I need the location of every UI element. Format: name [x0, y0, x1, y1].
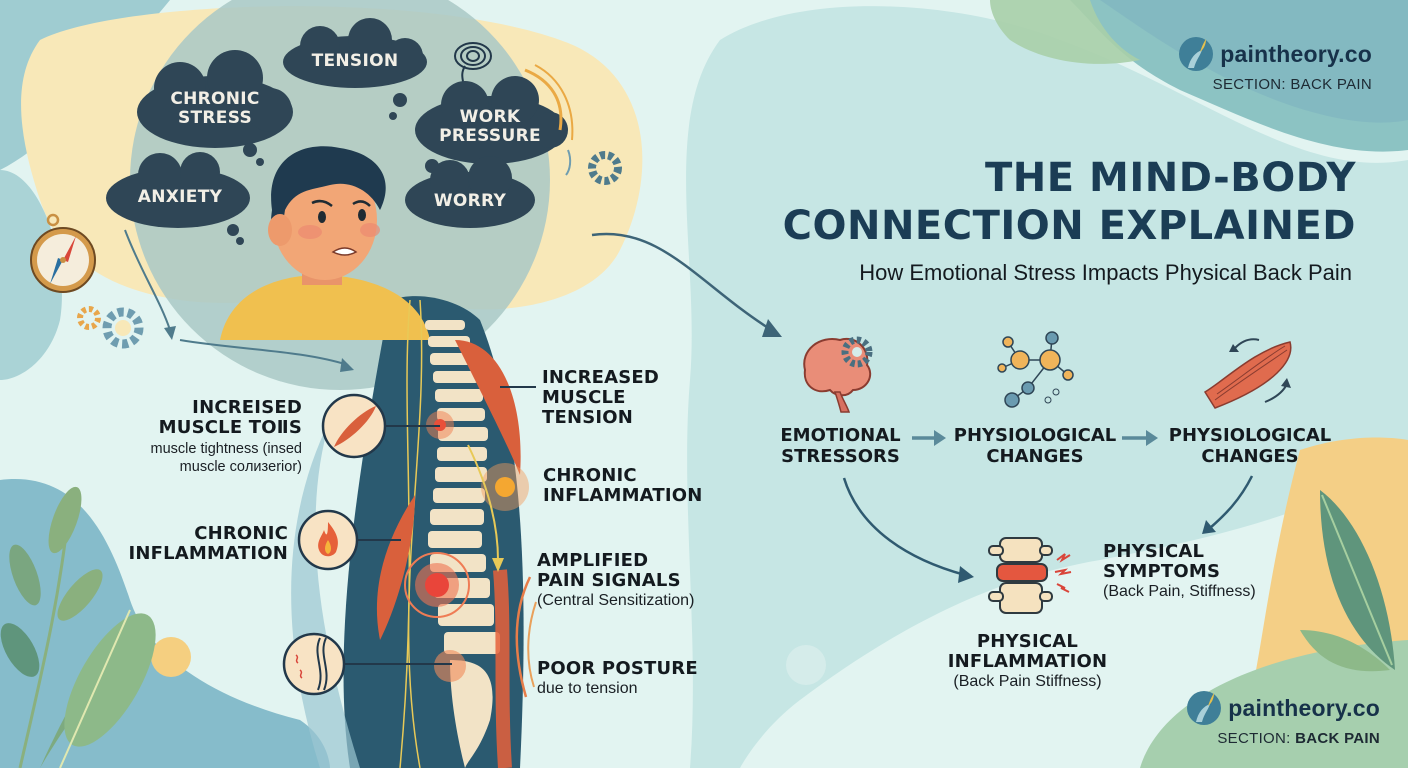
cloud-tension: TENSION	[305, 52, 405, 71]
page-title: THE MIND-BODY CONNECTION EXPLAINED	[783, 154, 1356, 250]
posture-callout-connector	[282, 632, 452, 696]
callout-heading: AMPLIFIED	[537, 550, 649, 571]
title-line-2: CONNECTION EXPLAINED	[782, 203, 1356, 249]
cloud-anxiety: ANXIETY	[125, 188, 235, 207]
plant-right-decoration	[1300, 490, 1395, 672]
callout-amplified-pain-signals: AMPLIFIED PAIN SIGNALS (Central Sensitiz…	[537, 551, 694, 610]
brand-section: SECTION: BACK PAIN	[1178, 76, 1372, 93]
section-value: BACK PAIN	[1290, 76, 1372, 93]
flow-step-label: INFLAMMATION	[947, 651, 1108, 672]
flow-step-subtext: (Back Pain, Stiffness)	[1103, 583, 1256, 600]
cloud-label: STRESS	[177, 108, 253, 128]
flow-step-label: PHYSICAL	[1103, 541, 1205, 562]
flame-callout-connector	[297, 509, 401, 571]
callout-heading: POOR POSTURE	[537, 658, 698, 679]
arrow-to-flowchart	[591, 232, 782, 337]
pain-wave-lines	[515, 576, 537, 698]
flow-step-emotional-stressors: EMOTIONAL STRESSORS	[768, 425, 913, 467]
cloud-label: WORK	[459, 107, 521, 127]
callout-heading: PAIN SIGNALS	[537, 570, 681, 591]
compass-icon	[30, 213, 96, 293]
cloud-label: ANXIETY	[137, 187, 223, 207]
flow-step-label: CHANGES	[1201, 446, 1299, 467]
callout-heading: CHRONIC	[543, 465, 637, 486]
callout-subtext: due to tension	[537, 680, 638, 697]
leaf-circle-logo-icon	[1179, 37, 1214, 71]
flow-physical-symptoms: PHYSICAL SYMPTOMS (Back Pain, Stiffness)	[1103, 542, 1256, 601]
callout-increased-muscle-tone: INCREISED MUSCLE TOⅡS muscle tightness (…	[110, 398, 302, 476]
flow-step-label: PHYSIOLOGICAL	[953, 425, 1117, 446]
flow-step-label: CHANGES	[986, 446, 1084, 467]
callout-chronic-inflammation-left: CHRONIC INFLAMMATION	[100, 524, 288, 564]
cloud-label: CHRONIC	[170, 89, 260, 109]
section-prefix: SECTION:	[1212, 76, 1286, 93]
brand-name: paintheory.co	[1228, 694, 1380, 721]
vertebra-pain-icon	[988, 537, 1072, 614]
section-prefix: SECTION:	[1217, 730, 1291, 747]
cloud-label: TENSION	[311, 51, 399, 71]
brand-footer: paintheory.co SECTION: BACK PAIN	[1186, 690, 1380, 747]
callout-heading: CHRONIC	[194, 523, 288, 544]
callout-subtext: (Central Sensitization)	[537, 592, 695, 609]
callout-heading: INCREASED	[542, 367, 660, 388]
flow-step-physiological-changes-2: PHYSIOLOGICAL CHANGES	[1160, 425, 1340, 467]
page-subtitle: How Emotional Stress Impacts Physical Ba…	[859, 260, 1352, 285]
callout-heading: MUSCLE	[542, 387, 626, 408]
plant-left-decoration	[0, 486, 156, 768]
callout-heading: INFLAMMATION	[128, 543, 288, 564]
callout-subtext: muscle tightness (insed	[150, 441, 302, 457]
cloud-worry: WORRY	[420, 192, 520, 211]
callout-heading: INCREISED	[192, 397, 302, 418]
muscle-callout-connector	[321, 393, 440, 459]
motion-lines	[524, 64, 574, 176]
muscle-tension-icon	[1203, 338, 1292, 409]
gears-icon	[77, 306, 144, 349]
thought-clouds	[106, 18, 568, 245]
brand-section: SECTION: BACK PAIN	[1186, 730, 1380, 747]
stressed-person-illustration	[220, 146, 430, 340]
brand-header: paintheory.co SECTION: BACK PAIN	[1178, 36, 1372, 93]
flow-arrows	[842, 430, 1254, 583]
gear-icon	[588, 151, 622, 185]
flow-step-label: SYMPTOMS	[1103, 561, 1221, 582]
callout-subtext: muscle coлизerior)	[179, 459, 302, 475]
callout-chronic-inflammation-right: CHRONIC INFLAMMATION	[543, 466, 703, 506]
cloud-label: PRESSURE	[439, 126, 541, 146]
flow-arrows-left	[124, 229, 354, 372]
flow-step-label: PHYSIOLOGICAL	[1168, 425, 1332, 446]
title-line-1: THE MIND-BODY	[985, 155, 1356, 201]
section-value: BACK PAIN	[1295, 730, 1380, 747]
flow-step-subtext: (Back Pain Stiffness)	[953, 673, 1102, 690]
flow-step-physiological-changes-1: PHYSIOLOGICAL CHANGES	[950, 425, 1120, 467]
brain-gear-icon	[803, 336, 873, 413]
flow-step-label: PHYSICAL	[976, 631, 1079, 652]
cloud-label: WORRY	[433, 191, 507, 211]
callout-heading: TENSION	[542, 407, 634, 428]
molecule-icon	[997, 331, 1074, 408]
callout-heading: MUSCLE TOⅡS	[158, 417, 302, 438]
spine-illustration	[376, 300, 529, 768]
callout-heading: INFLAMMATION	[543, 485, 703, 506]
callout-increased-muscle-tension: INCREASED MUSCLE TENSION	[542, 368, 659, 428]
flow-step-label: EMOTIONAL	[780, 425, 901, 446]
callout-poor-posture: POOR POSTURE due to tension	[537, 659, 698, 698]
leaf-circle-logo-icon	[1187, 691, 1222, 725]
flow-physical-inflammation: PHYSICAL INFLAMMATION (Back Pain Stiffne…	[930, 632, 1125, 691]
flow-step-label: STRESSORS	[781, 446, 900, 467]
brand-name: paintheory.co	[1220, 40, 1372, 67]
muscle-tension-connector	[500, 386, 536, 388]
